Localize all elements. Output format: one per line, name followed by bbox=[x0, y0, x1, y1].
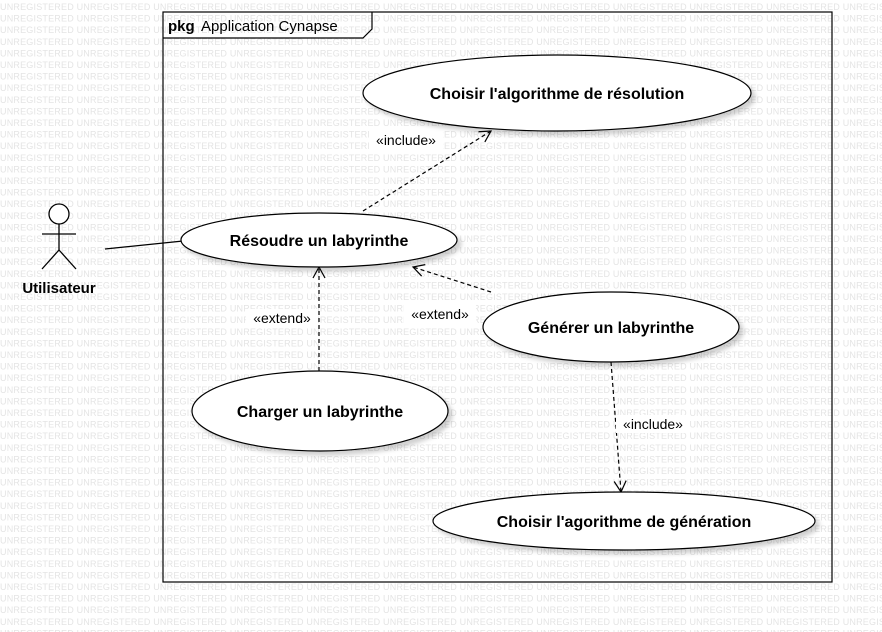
use-case-resoudre[interactable]: Résoudre un labyrinthe bbox=[180, 212, 458, 268]
watermark-row: UNREGISTERED UNREGISTERED UNREGISTERED U… bbox=[0, 37, 882, 47]
extend-generer-label: «extend» bbox=[411, 306, 469, 322]
watermark-row: UNREGISTERED UNREGISTERED UNREGISTERED U… bbox=[0, 153, 882, 163]
package-name: Application Cynapse bbox=[201, 18, 338, 35]
actor-utilisateur[interactable]: Utilisateur bbox=[22, 203, 96, 297]
watermark-row: UNREGISTERED UNREGISTERED UNREGISTERED U… bbox=[0, 292, 882, 302]
use-case-choisir-resolution[interactable]: Choisir l'algorithme de résolution bbox=[362, 54, 752, 132]
extend-charger-label: «extend» bbox=[253, 310, 311, 326]
include-resolution-relation: «include» bbox=[362, 130, 493, 212]
watermark-row: UNREGISTERED UNREGISTERED UNREGISTERED U… bbox=[0, 164, 882, 174]
watermark-row: UNREGISTERED UNREGISTERED UNREGISTERED U… bbox=[0, 14, 882, 24]
watermark-row: UNREGISTERED UNREGISTERED UNREGISTERED U… bbox=[0, 489, 882, 499]
use-case-label: Générer un labyrinthe bbox=[528, 320, 694, 337]
watermark-row: UNREGISTERED UNREGISTERED UNREGISTERED U… bbox=[0, 443, 882, 453]
watermark-row: UNREGISTERED UNREGISTERED UNREGISTERED U… bbox=[0, 257, 882, 267]
include-generation-label: «include» bbox=[623, 416, 683, 432]
use-case-label: Choisir l'agorithme de génération bbox=[497, 514, 752, 531]
extend-charger-relation: «extend» bbox=[246, 265, 326, 371]
association-line bbox=[104, 240, 184, 250]
watermark-row: UNREGISTERED UNREGISTERED UNREGISTERED U… bbox=[0, 628, 882, 632]
watermark-row: UNREGISTERED UNREGISTERED UNREGISTERED U… bbox=[0, 594, 882, 604]
watermark-row: UNREGISTERED UNREGISTERED UNREGISTERED U… bbox=[0, 338, 882, 348]
watermark-row: UNREGISTERED UNREGISTERED UNREGISTERED U… bbox=[0, 454, 882, 464]
package-keyword: pkg bbox=[168, 18, 195, 35]
watermark-row: UNREGISTERED UNREGISTERED UNREGISTERED U… bbox=[0, 199, 882, 209]
use-case-charger[interactable]: Charger un labyrinthe bbox=[191, 370, 449, 452]
watermark-row: UNREGISTERED UNREGISTERED UNREGISTERED U… bbox=[0, 176, 882, 186]
watermark-row: UNREGISTERED UNREGISTERED UNREGISTERED U… bbox=[0, 362, 882, 372]
use-case-label: Charger un labyrinthe bbox=[237, 404, 403, 421]
watermark-row: UNREGISTERED UNREGISTERED UNREGISTERED U… bbox=[0, 431, 882, 441]
use-case-label: Résoudre un labyrinthe bbox=[230, 233, 409, 250]
watermark-row: UNREGISTERED UNREGISTERED UNREGISTERED U… bbox=[0, 48, 882, 58]
stick-figure-icon bbox=[41, 203, 77, 270]
watermark-row: UNREGISTERED UNREGISTERED UNREGISTERED U… bbox=[0, 478, 882, 488]
watermark-row: UNREGISTERED UNREGISTERED UNREGISTERED U… bbox=[0, 2, 882, 12]
use-case-label: Choisir l'algorithme de résolution bbox=[430, 86, 685, 103]
watermark-row: UNREGISTERED UNREGISTERED UNREGISTERED U… bbox=[0, 582, 882, 592]
watermark-row: UNREGISTERED UNREGISTERED UNREGISTERED U… bbox=[0, 559, 882, 569]
watermark-row: UNREGISTERED UNREGISTERED UNREGISTERED U… bbox=[0, 617, 882, 627]
include-resolution-label: «include» bbox=[376, 132, 436, 148]
extend-generer-relation: «extend» bbox=[404, 264, 492, 323]
watermark-row: UNREGISTERED UNREGISTERED UNREGISTERED U… bbox=[0, 25, 882, 35]
watermark-row: UNREGISTERED UNREGISTERED UNREGISTERED U… bbox=[0, 350, 882, 360]
use-case-generer[interactable]: Générer un labyrinthe bbox=[482, 291, 740, 363]
actor-label: Utilisateur bbox=[22, 280, 96, 297]
watermark-row: UNREGISTERED UNREGISTERED UNREGISTERED U… bbox=[0, 385, 882, 395]
watermark-row: UNREGISTERED UNREGISTERED UNREGISTERED U… bbox=[0, 373, 882, 383]
watermark-row: UNREGISTERED UNREGISTERED UNREGISTERED U… bbox=[0, 188, 882, 198]
include-generation-relation: «include» bbox=[610, 361, 690, 494]
package-frame: pkg Application Cynapse bbox=[162, 11, 833, 583]
watermark-row: UNREGISTERED UNREGISTERED UNREGISTERED U… bbox=[0, 269, 882, 279]
use-case-choisir-generation[interactable]: Choisir l'agorithme de génération bbox=[432, 491, 816, 551]
watermark-row: UNREGISTERED UNREGISTERED UNREGISTERED U… bbox=[0, 570, 882, 580]
watermark-row: UNREGISTERED UNREGISTERED UNREGISTERED U… bbox=[0, 605, 882, 615]
watermark-row: UNREGISTERED UNREGISTERED UNREGISTERED U… bbox=[0, 547, 882, 557]
watermark-row: UNREGISTERED UNREGISTERED UNREGISTERED U… bbox=[0, 466, 882, 476]
watermark-row: UNREGISTERED UNREGISTERED UNREGISTERED U… bbox=[0, 536, 882, 546]
watermark-row: UNREGISTERED UNREGISTERED UNREGISTERED U… bbox=[0, 211, 882, 221]
watermark-row: UNREGISTERED UNREGISTERED UNREGISTERED U… bbox=[0, 501, 882, 511]
watermark-row: UNREGISTERED UNREGISTERED UNREGISTERED U… bbox=[0, 280, 882, 290]
watermark-row: UNREGISTERED UNREGISTERED UNREGISTERED U… bbox=[0, 327, 882, 337]
